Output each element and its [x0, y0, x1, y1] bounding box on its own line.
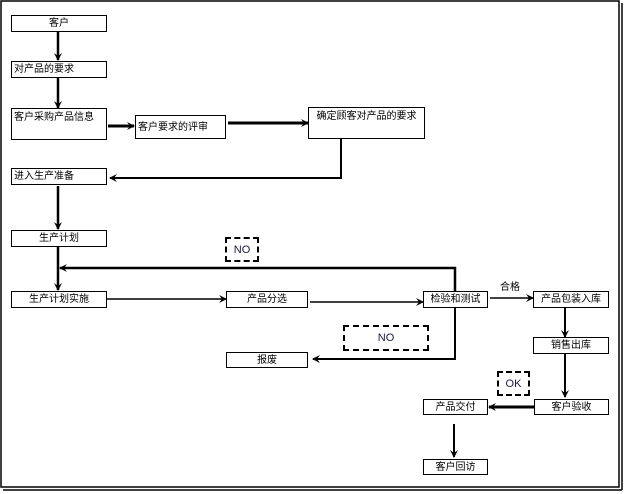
node-plan-execution: 生产计划实施 — [11, 291, 107, 308]
node-product-delivery: 产品交付 — [423, 399, 488, 415]
node-requirement-review: 客户要求的评审 — [135, 115, 226, 139]
node-customer-followup: 客户回访 — [423, 459, 488, 475]
node-scrap: 报废 — [226, 352, 308, 368]
node-product-sorting: 产品分选 — [226, 291, 308, 308]
label-pass: 合格 — [500, 282, 520, 293]
node-confirm-requirements: 确定顾客对产品的要求 — [308, 107, 425, 139]
node-enter-production-prep: 进入生产准备 — [11, 168, 107, 185]
node-purchase-info: 客户采购产品信息 — [11, 108, 107, 140]
node-production-plan: 生产计划 — [11, 230, 107, 247]
label-scrap-no: NO — [343, 325, 429, 351]
arrow-inspection-to-scrap — [312, 307, 456, 363]
arrow-rework-loop — [59, 264, 457, 291]
label-rework-no: NO — [225, 237, 259, 262]
arrow-confirm-to-production-prep — [109, 138, 342, 182]
node-packaging-storage: 产品包装入库 — [533, 291, 609, 308]
label-ok: OK — [497, 371, 530, 396]
node-sales-outbound: 销售出库 — [533, 337, 609, 354]
node-customer-acceptance: 客户验收 — [534, 399, 609, 415]
node-product-requirements: 对产品的要求 — [11, 61, 107, 78]
node-customer: 客户 — [11, 15, 107, 32]
node-inspection-testing: 检验和测试 — [423, 291, 488, 308]
